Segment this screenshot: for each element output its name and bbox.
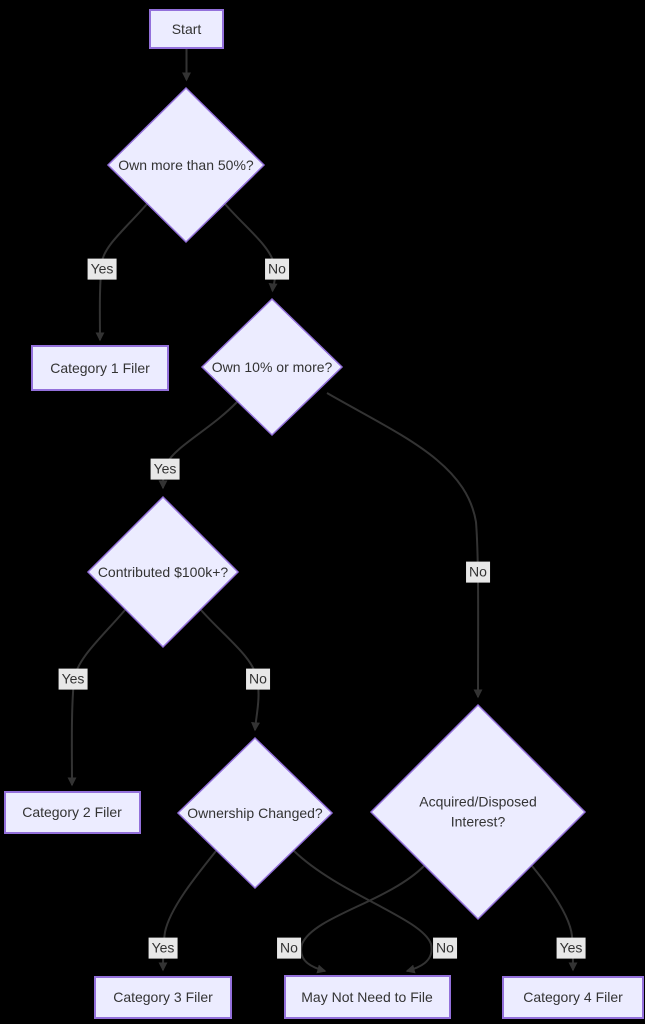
edge-own10-no-to-acquired <box>326 392 483 699</box>
node-ownership-changed <box>176 736 334 890</box>
node-own-more-than-50 <box>106 86 266 244</box>
edge-label-own10-no: No <box>466 561 490 583</box>
edge-label-own10-yes: Yes <box>150 458 180 480</box>
edge-label-contributed-no: No <box>246 668 270 690</box>
node-category-2-filer <box>4 791 141 834</box>
node-category-3-filer <box>94 976 232 1019</box>
node-own-10-or-more <box>200 297 344 437</box>
edge-contributed-yes-to-category2 <box>67 609 126 787</box>
edge-label-contributed-yes: Yes <box>58 668 88 690</box>
node-category-4-filer <box>502 976 644 1019</box>
edge-label-ownership-no: No <box>433 937 457 959</box>
node-acquired-disposed <box>369 703 587 921</box>
edge-label-own50-no: No <box>265 258 289 280</box>
node-category-1-filer <box>31 345 169 391</box>
node-contributed-100k <box>86 495 240 649</box>
node-start <box>149 9 224 49</box>
edge-ownership-no-to-maynot <box>293 850 433 974</box>
edge-label-own50-yes: Yes <box>87 258 117 280</box>
edge-acquired-yes-to-category4 <box>531 865 578 972</box>
edge-label-acquired-no: No <box>277 937 301 959</box>
edge-label-ownership-yes: Yes <box>148 937 178 959</box>
edge-label-acquired-yes: Yes <box>556 937 586 959</box>
node-may-not-need-to-file <box>284 975 451 1019</box>
edge-acquired-no-to-maynot <box>300 865 425 974</box>
